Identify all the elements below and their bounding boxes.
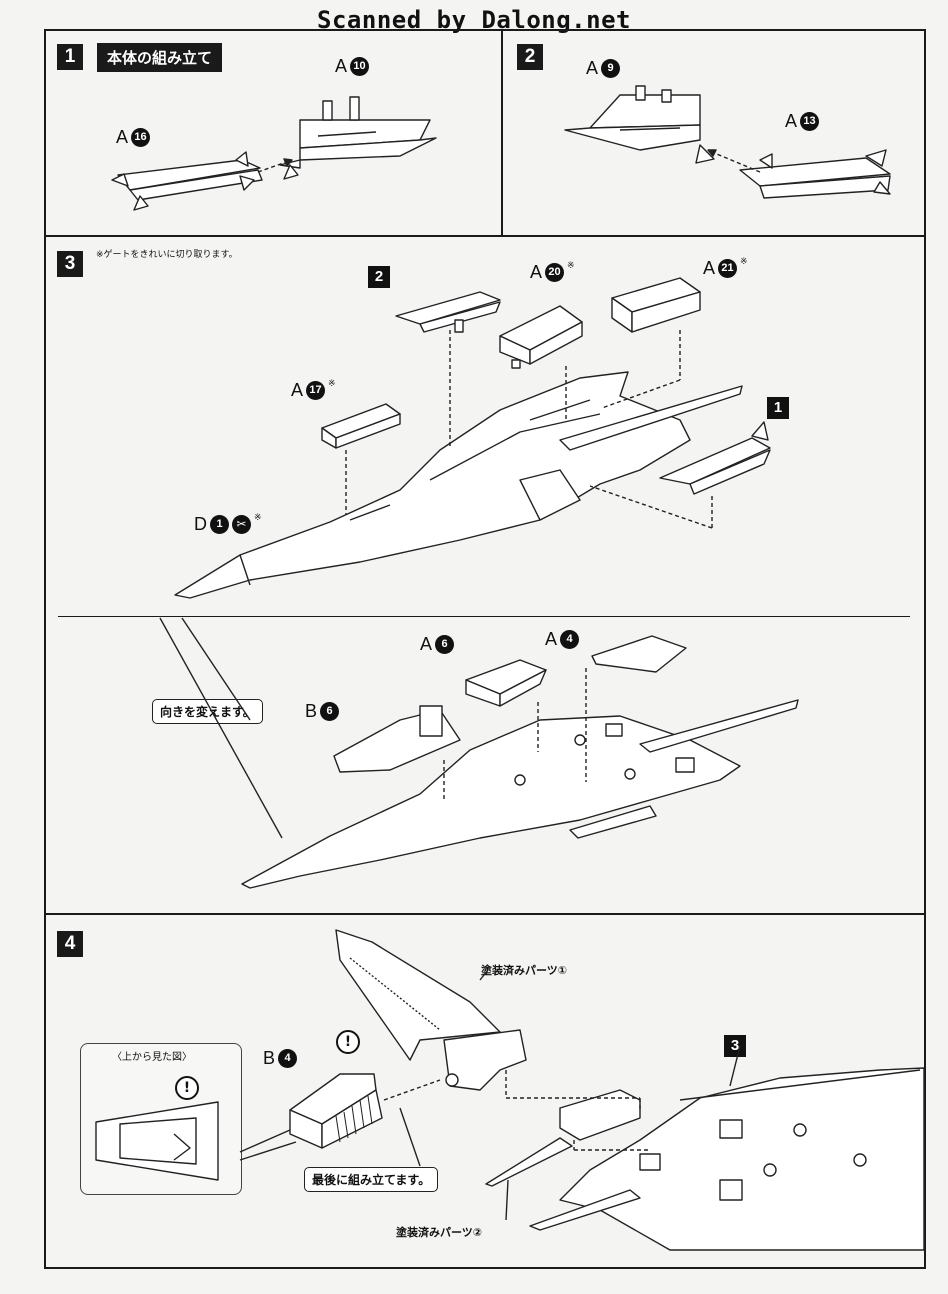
step3-fuselage-upper-drawing	[174, 371, 743, 599]
step3-assembly-guides	[345, 330, 713, 529]
step3-lower-guides	[443, 668, 587, 800]
inset-pointer-1	[239, 1129, 291, 1153]
part-b4-caution-icon: !	[336, 1030, 360, 1054]
flip-indicator-line-2	[181, 617, 251, 721]
page-frame	[44, 29, 926, 1269]
step3-number: 3	[57, 251, 83, 277]
top-view-part-drawing	[95, 1101, 219, 1181]
step3-subassembly-ref-1: 1	[767, 397, 789, 419]
step2-number: 2	[517, 44, 543, 70]
divider-step1-step2	[501, 29, 503, 236]
divider-step3-inner	[58, 616, 910, 617]
step3-part-b6-drawing	[333, 705, 461, 773]
step2-missile-pod-drawing	[739, 149, 891, 199]
step1-title: 本体の組み立て	[97, 43, 223, 72]
painted-part-2-drawing	[485, 1089, 641, 1221]
step4-subassembly-ref-3: 3	[724, 1035, 746, 1057]
step3-turn-around-callout: 向きを変えます。	[152, 699, 263, 724]
inset-pointer-2	[239, 1141, 297, 1161]
painted-part-1-label: 塗装済みパーツ①	[481, 964, 568, 977]
callout-pointer-step4	[399, 1107, 421, 1167]
step1-missile-pod-drawing	[111, 151, 263, 211]
step3-part-a21-drawing	[611, 277, 701, 333]
top-view-caution-icon: !	[175, 1076, 199, 1100]
divider-step3-step4	[44, 913, 924, 915]
step3-part-a6-drawing	[465, 659, 547, 707]
painted-part-1-drawing	[335, 929, 527, 1091]
step2-assembly-arrow	[711, 151, 761, 173]
step2-hull-part-drawing	[564, 85, 715, 164]
step1-number: 1	[57, 44, 83, 70]
step4-assemble-last-callout: 最後に組み立てます。	[304, 1167, 439, 1192]
step3-part-a4-drawing	[591, 635, 687, 673]
step3-subassembly-ref-2: 2	[368, 266, 390, 288]
step3-part-2-drawing	[395, 291, 501, 333]
top-view-label: 〈上から見た図〉	[112, 1052, 192, 1063]
step3-part-1-drawing	[659, 421, 771, 495]
step4-number: 4	[57, 931, 83, 957]
step3-part-a17-drawing	[321, 403, 401, 449]
step3-part-a20-drawing	[499, 305, 583, 369]
step3-gate-note: ※ゲートをきれいに切り取ります。	[96, 250, 238, 260]
divider-step1-step3	[44, 235, 924, 237]
step3-fuselage-lower-drawing	[241, 699, 799, 889]
step4-assembly-guides	[383, 1070, 650, 1151]
step4-main-assembly-drawing	[529, 1067, 925, 1251]
cut-gate-icon: ✂	[232, 515, 251, 534]
step4-part-b4-drawing	[289, 1073, 383, 1149]
flip-indicator-line-1	[159, 617, 283, 839]
painted-part-2-label: 塗装済みパーツ②	[396, 1226, 483, 1239]
step1-hull-part-drawing	[279, 96, 437, 180]
ref3-pointer	[729, 1045, 741, 1087]
